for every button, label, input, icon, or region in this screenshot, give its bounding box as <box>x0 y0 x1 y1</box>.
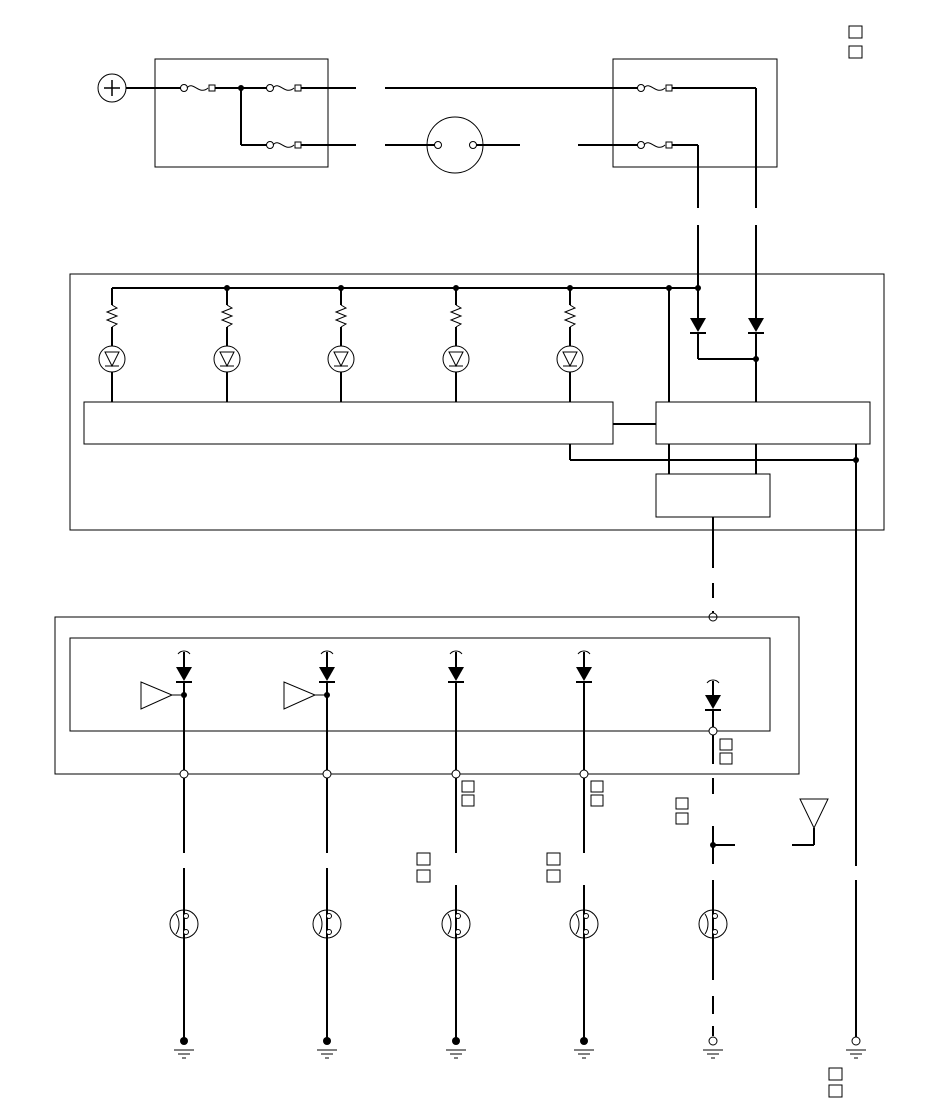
led-icon <box>442 345 470 373</box>
led-icon <box>98 345 126 373</box>
ground-icon <box>846 1036 866 1059</box>
sub-unit-left <box>83 401 614 445</box>
antenna-icon <box>792 798 829 846</box>
bulb-icon <box>169 909 199 939</box>
sub-unit-bottom <box>655 473 771 518</box>
led-indicator-2 <box>213 288 241 402</box>
resistor-icon <box>105 304 119 328</box>
switch-triangle-icon <box>283 681 317 710</box>
led-indicator-1 <box>98 288 126 402</box>
switch-diode-3 <box>448 650 464 774</box>
connector-circle <box>426 116 484 174</box>
bulb-icon <box>312 909 342 939</box>
switch-triangle-icon <box>140 681 174 710</box>
diode-icon <box>690 318 706 334</box>
led-indicator-3 <box>327 288 355 402</box>
bulb-icon <box>569 909 599 939</box>
fuse-box-right <box>612 58 778 168</box>
led-indicator-4 <box>442 288 470 402</box>
ground-icon <box>446 1037 466 1059</box>
switch-diode-4 <box>576 650 592 774</box>
label-squares-top-right <box>848 25 863 59</box>
ground-icon <box>703 1036 723 1059</box>
led-icon <box>213 345 241 373</box>
fuse-icon <box>180 84 216 92</box>
diode-icon <box>748 318 764 334</box>
led-icon <box>556 345 584 373</box>
resistor-icon <box>563 304 577 328</box>
sub-unit-right <box>655 401 871 445</box>
led-icon <box>327 345 355 373</box>
switch-panel-outer <box>54 616 800 775</box>
fuse-icon <box>266 84 302 92</box>
battery-icon <box>97 73 127 103</box>
bulb-icon <box>698 909 728 939</box>
ground-icon <box>317 1037 337 1059</box>
resistor-icon <box>334 304 348 328</box>
bulb-icon <box>441 909 471 939</box>
led-indicator-5 <box>556 288 584 402</box>
resistor-icon <box>220 304 234 328</box>
fuse-box-left <box>154 58 329 168</box>
switch-diode-2 <box>283 650 335 774</box>
fuse-icon <box>266 141 302 149</box>
fuse-icon <box>637 84 673 92</box>
label-squares <box>416 738 843 1098</box>
resistor-icon <box>449 304 463 328</box>
switch-diode-1 <box>140 650 192 774</box>
fuse-icon <box>637 141 673 149</box>
switch-diode-5 <box>705 679 721 736</box>
ground-icon <box>574 1037 594 1059</box>
control-module <box>69 273 885 531</box>
switch-panel-inner <box>69 637 771 732</box>
ground-icon <box>174 1037 194 1059</box>
